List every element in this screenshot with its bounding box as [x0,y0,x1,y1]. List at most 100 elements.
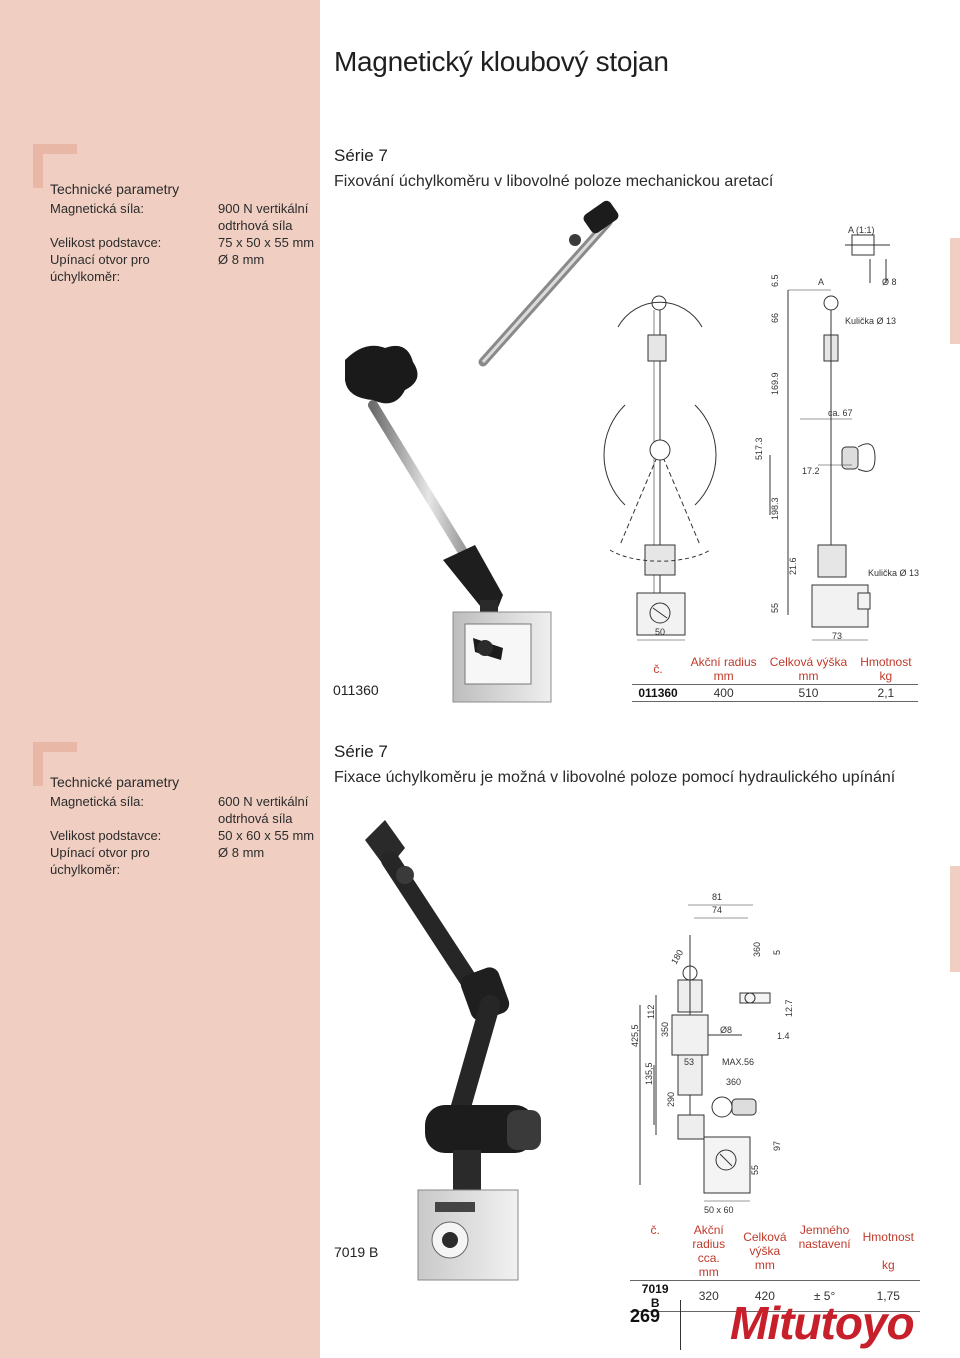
drawing1-dim-21-6: 21.6 [788,557,798,575]
table-row: 7019 B 320 420 ± 5° 1,75 [630,1280,920,1312]
subtitle-2: Fixace úchylkoměru je možná v libovolné … [334,769,896,786]
spec-label: Velikost podstavce: [50,828,162,843]
table-cell: 420 [737,1280,793,1312]
drawing1-dim-6-5: 6.5 [770,274,780,287]
table-cell: 7019 B [630,1280,681,1312]
drawing1-label-ca67: ca. 67 [828,408,853,418]
table-cell: 011360 [632,684,685,702]
page-title: Magnetický kloubový stojan [334,46,669,77]
edge-tab-top [950,238,960,344]
spec-heading: Technické parametry [50,181,180,197]
drawing1-label-ball-top: Kulička Ø 13 [845,316,896,326]
spec-value: 75 x 50 x 55 mm [218,235,315,250]
drawing2-dim-50x60: 50 x 60 [704,1205,734,1215]
table-cell: 1,75 [856,1280,920,1312]
drawing1-label-a: A [818,277,824,287]
drawing2-dim-97: 97 [772,1141,782,1151]
drawing1-label-dia8: Ø 8 [882,277,897,287]
drawing2-dim-360-mid: 360 [726,1077,741,1087]
technical-drawing-2: 81 74 180 360 5 112 425,5 350 Ø8 12.7 1.… [630,892,794,1215]
drawing1-dim-55: 55 [770,603,780,613]
drawing2-dim-5: 5 [772,950,782,955]
brand-logo: Mitutoyo [730,1297,915,1349]
table-cell: ± 5° [792,1280,857,1312]
spec-label: Upínací otvor pro úchylkoměr: [50,845,150,877]
table-cell: 320 [680,1280,738,1312]
spec-row: Velikost podstavce: 75 x 50 x 55 mm [50,234,318,251]
spec-row: Magnetická síla: 600 N vertikální odtrho… [50,793,318,827]
table-header-cell: č. [650,1223,660,1237]
spec-block-2: Technické parametry Magnetická síla: 600… [50,774,318,878]
spec-value: 900 N vertikální odtrhová síla [218,201,309,233]
drawing2-dim-112: 112 [646,1005,656,1019]
section-bracket-1 [33,144,77,188]
drawing2-dim-12-7: 12.7 [784,999,794,1017]
section-bracket-2 [33,742,77,786]
drawing2-dim-135-5: 135,5 [644,1062,654,1085]
spec-value: 600 N vertikální odtrhová síla [218,794,309,826]
table-cell: 400 [684,684,764,702]
spec-label: Upínací otvor pro úchylkoměr: [50,252,150,284]
spec-value: Ø 8 mm [218,252,265,267]
drawing2-dim-74: 74 [712,905,722,915]
spec-label: Magnetická síla: [50,794,144,809]
spec-row: Upínací otvor pro úchylkoměr: Ø 8 mm [50,844,318,878]
drawing1-dim-198-3: 198.3 [770,497,780,520]
table-cell: 510 [763,684,854,702]
drawing1-label-ball-bottom: Kulička Ø 13 [868,568,919,578]
product-code-1: 011360 [333,682,379,698]
spec-value: 50 x 60 x 55 mm [218,828,315,843]
drawing1-label-172: 17.2 [802,466,820,476]
drawing2-dim-53: 53 [684,1057,694,1067]
spec-row: Velikost podstavce: 50 x 60 x 55 mm [50,827,318,844]
product-photo-2 [365,820,541,1281]
product-photo-1 [345,200,619,703]
drawing2-dim-dia8: Ø8 [720,1025,732,1035]
product-code-2: 7019 B [334,1244,379,1260]
drawing1-dim-66: 66 [770,313,780,323]
drawing2-dim-55: 55 [750,1165,760,1175]
left-color-panel [0,0,320,1358]
drawing1-dim-517-3: 517.3 [754,437,764,460]
subtitle-1: Fixování úchylkoměru v libovolné poloze … [334,173,774,190]
table-header-cell: č. [653,662,663,676]
drawing1-label-a-scale: A (1:1) [848,225,875,235]
page-number-divider [680,1300,681,1350]
spec-row: Magnetická síla: 900 N vertikální odtrho… [50,200,318,234]
serie-label-1: Série 7 [334,146,388,165]
drawing2-dim-425-5: 425,5 [630,1024,640,1047]
drawing2-dim-1-4: 1.4 [777,1031,790,1041]
technical-drawing-1: A (1:1) A Ø 8 Kulička Ø 13 ca. 67 17.2 K… [603,225,919,641]
spec-label: Velikost podstavce: [50,235,162,250]
page-number: 269 [630,1306,661,1326]
drawing1-dim-50: 50 [655,627,665,637]
serie-label-2: Série 7 [334,742,388,761]
spec-label: Magnetická síla: [50,201,144,216]
table-row: 011360 400 510 2,1 [632,684,918,702]
drawing1-dim-73: 73 [832,631,842,641]
drawing2-dim-180: 180 [669,948,685,966]
table-cell: 2,1 [853,684,918,702]
spec-value: Ø 8 mm [218,845,265,860]
drawing2-dim-81: 81 [712,892,722,902]
edge-tab-bottom [950,866,960,972]
spec-block-1: Technické parametry Magnetická síla: 900… [50,181,318,285]
spec-heading: Technické parametry [50,774,180,790]
drawing2-dim-360-top: 360 [752,942,762,957]
drawing2-dim-350: 350 [660,1022,670,1037]
drawing2-dim-290: 290 [666,1092,676,1107]
drawing2-label-max56: MAX.56 [722,1057,754,1067]
spec-row: Upínací otvor pro úchylkoměr: Ø 8 mm [50,251,318,285]
drawing1-dim-169-9: 169.9 [770,372,780,395]
